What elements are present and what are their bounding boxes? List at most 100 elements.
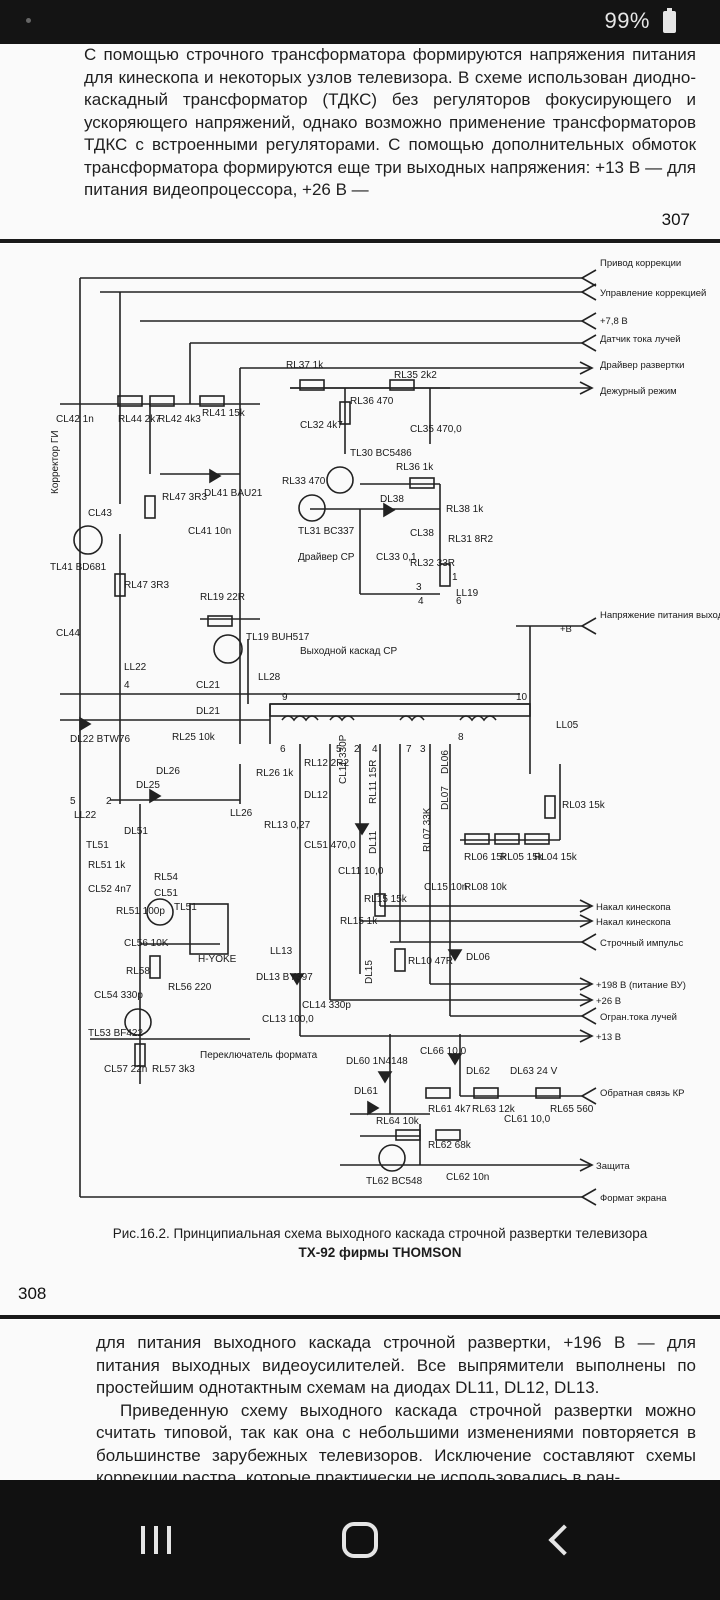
battery-icon (663, 8, 676, 33)
back-button[interactable] (500, 1480, 620, 1600)
label-rl19: RL19 22R (200, 592, 245, 603)
label-ll05: LL05 (556, 720, 579, 731)
diode-symbols (79, 468, 463, 1116)
label-cl62: CL62 10n (446, 1172, 489, 1183)
pin-1: 1 (452, 572, 458, 583)
label-rl07: RL07 33K (422, 807, 433, 852)
label-dl41: DL41 BAU21 (204, 488, 263, 499)
label-rl58: RL58 (126, 966, 150, 977)
label-rl62: RL62 68k (428, 1140, 472, 1151)
label-rl33: RL33 470 (282, 476, 326, 487)
label-dl13: DL13 BY397 (256, 972, 313, 983)
page-307-paragraph: С помощью строчного трансформатора форми… (84, 44, 696, 202)
label-rl15-15k: RL15 15k (364, 894, 408, 905)
page-divider (0, 239, 720, 243)
label-cl21: CL21 (196, 680, 220, 691)
yoke-coil (189, 903, 229, 955)
pin-5-l: 5 (70, 796, 76, 807)
label-cl41: CL41 10n (188, 526, 231, 537)
label-ll28: LL28 (258, 672, 281, 683)
label-tl19: TL19 BUH517 (246, 632, 310, 643)
label-rl54: RL54 (154, 872, 178, 883)
label-cl61: CL61 10,0 (504, 1114, 551, 1125)
label-cl42: CL42 1n (56, 414, 94, 425)
recent-apps-button[interactable] (96, 1480, 216, 1600)
label-cl32: CL32 4k7 (300, 420, 343, 431)
label-tl53: TL53 BF422 (88, 1028, 143, 1039)
pin-4: 4 (418, 596, 424, 607)
label-rl47-top: RL47 3R3 (162, 492, 207, 503)
label-rl10: RL10 47R (408, 956, 453, 967)
label-cl43: CL43 (88, 508, 112, 519)
label-format: Формат экрана (600, 1193, 667, 1204)
label-dl11: DL11 (368, 830, 379, 854)
label-ll26: LL26 (230, 808, 253, 819)
label-dl61: DL61 (354, 1086, 378, 1097)
label-dl26: DL26 (156, 766, 180, 777)
label-napryazhenie: Напряжение питания выходного каскада (600, 610, 720, 621)
page-309-paragraph-2: Приведенную схему выходного каскада стро… (96, 1400, 696, 1488)
label-dl22: DL22 BTW76 (70, 734, 130, 745)
label-rl11: RL11 15R (368, 760, 379, 804)
label-rl13: RL13 0,27 (264, 820, 311, 831)
label-dl60: DL60 1N4148 (346, 1056, 408, 1067)
back-icon (548, 1524, 580, 1556)
label-rl65: RL65 560 (550, 1104, 594, 1115)
label-rl51-100p: RL51 100p (116, 906, 165, 917)
label-rl06: RL06 15k (464, 852, 508, 863)
label-dl63: DL63 24 V (510, 1066, 558, 1077)
page-307-text: С помощью строчного трансформатора форми… (84, 45, 696, 199)
label-rl44: RL44 2k7 (118, 414, 161, 425)
label-pereklyuchatel: Переключатель формата (200, 1049, 318, 1061)
label-rl42: RL42 4k3 (158, 414, 201, 425)
label-rl61: RL61 4k7 (428, 1104, 471, 1115)
label-26v: +26 В (596, 996, 621, 1007)
label-rl25: RL25 10k (172, 732, 216, 743)
notification-dot (26, 18, 31, 23)
label-cl38: CL38 (410, 528, 434, 539)
page-308: Привод коррекции Управление коррекцией +… (0, 244, 720, 1316)
label-dl15: DL15 (364, 960, 375, 984)
pin-6-t: 6 (280, 744, 286, 755)
label-cl54: CL54 330p (94, 990, 143, 1001)
label-198v: +198 В (питание ВУ) (596, 980, 686, 991)
label-tl30: TL30 BC5486 (350, 448, 412, 459)
label-cl56: CL56 10K (124, 938, 169, 949)
page-309: для питания выходного каскада строчной р… (0, 1320, 720, 1487)
label-rl51-1k: RL51 1k (88, 860, 126, 871)
pin-3: 3 (416, 582, 422, 593)
label-strochny: Строчный импульс (600, 938, 684, 949)
label-tl51: TL51 (86, 840, 109, 851)
pin-9: 9 (282, 692, 288, 703)
label-privod: Привод коррекции (600, 258, 681, 269)
label-rl57: RL57 3k3 (152, 1064, 195, 1075)
label-dl12: DL12 (304, 790, 328, 801)
label-korrektor: Корректор ГИ (50, 430, 61, 494)
caption-line-2: TX-92 фирмы THOMSON (298, 1245, 462, 1260)
pin-10: 10 (516, 692, 528, 703)
label-rl63: RL63 12k (472, 1104, 516, 1115)
label-dl38: DL38 (380, 494, 404, 505)
label-rl32: RL32 33R (410, 558, 455, 569)
label-rl47-bottom: RL47 3R3 (124, 580, 169, 591)
pin-4-l: 4 (124, 680, 130, 691)
label-rl31: RL31 8R2 (448, 534, 493, 545)
caption-line-1: Рис.16.2. Принципиальная схема выходного… (112, 1226, 648, 1241)
status-bar: 99% (0, 0, 720, 44)
resistor-symbols (114, 379, 561, 1141)
label-datchik: Датчик тока лучей (600, 334, 681, 345)
flyback-transformer (269, 703, 531, 722)
home-icon (342, 1522, 378, 1558)
label-cl15: CL15 10n (424, 882, 467, 893)
navigation-bar (0, 1480, 720, 1600)
label-cl51-470: CL51 470,0 (304, 840, 356, 851)
recent-apps-icon (141, 1526, 171, 1554)
main-wiring (60, 278, 561, 1197)
home-button[interactable] (300, 1480, 420, 1600)
label-draiver: Драйвер развертки (600, 360, 684, 371)
label-h-yoke: H-YOKE (198, 954, 237, 965)
label-cl52: CL52 4n7 (88, 884, 132, 895)
label-cl33: CL33 0,1 (376, 552, 417, 563)
pin-2: 2 (354, 744, 360, 755)
label-rl37: RL37 1k (286, 360, 324, 371)
